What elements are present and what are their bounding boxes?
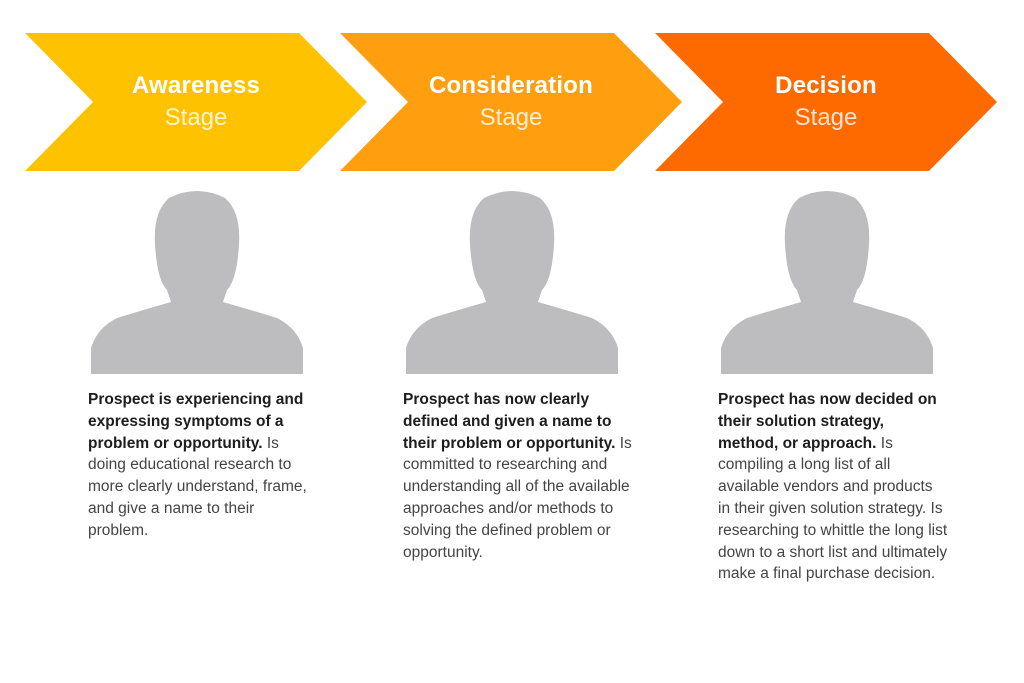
description-bold: Prospect has now decided on their soluti… <box>718 391 937 452</box>
chevron-arrow-shape <box>655 33 997 171</box>
stage-title: Awareness <box>131 72 261 99</box>
stage-subtitle: Stage <box>794 104 858 131</box>
stage-title: Decision <box>775 72 877 99</box>
description-text: Is compiling a long list of all availabl… <box>718 434 948 583</box>
stage-description-awareness: Prospect is experiencing and expressing … <box>88 389 318 542</box>
stage-label: Awareness Stage <box>25 33 367 171</box>
stage-arrow-consideration: Consideration Stage <box>340 33 682 171</box>
stage-subtitle: Stage <box>479 104 543 131</box>
description-bold: Prospect is experiencing and expressing … <box>88 391 304 452</box>
stage-title: Consideration <box>429 72 593 99</box>
person-silhouette-icon <box>721 188 933 374</box>
description-text: Is committed to researching and understa… <box>403 434 632 561</box>
stage-arrow-awareness: Awareness Stage <box>25 33 367 171</box>
stage-description-consideration: Prospect has now clearly defined and giv… <box>403 389 633 563</box>
person-silhouette-icon <box>91 188 303 374</box>
stage-description-decision: Prospect has now decided on their soluti… <box>718 389 948 585</box>
person-silhouette-icon <box>406 188 618 374</box>
chevron-arrow-shape <box>340 33 682 171</box>
description-bold: Prospect has now clearly defined and giv… <box>403 391 616 452</box>
stage-subtitle: Stage <box>164 104 228 131</box>
stage-arrow-decision: Decision Stage <box>655 33 997 171</box>
chevron-arrow-shape <box>25 33 367 171</box>
stage-label: Consideration Stage <box>340 33 682 171</box>
stage-label: Decision Stage <box>655 33 997 171</box>
description-text: Is doing educational research to more cl… <box>88 434 307 539</box>
